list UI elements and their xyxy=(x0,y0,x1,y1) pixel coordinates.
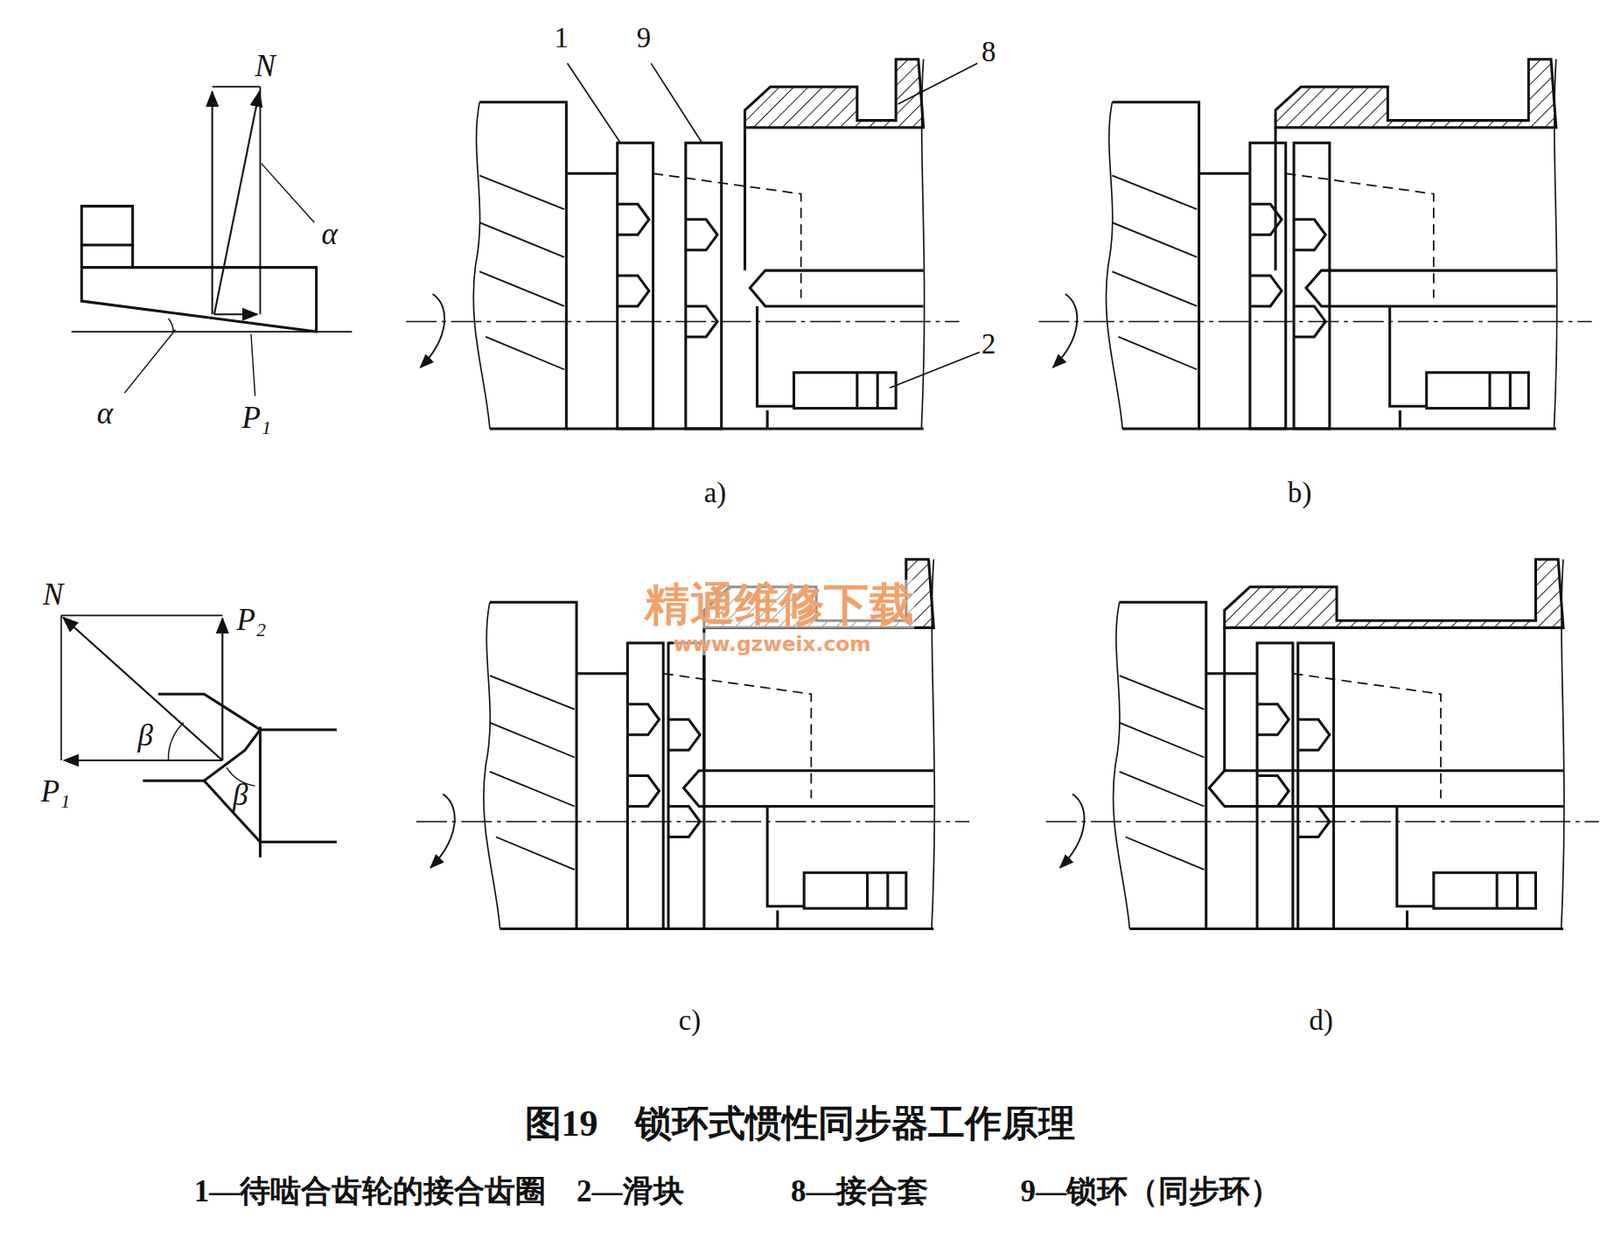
legend-item: 2—滑块 xyxy=(576,1173,684,1207)
legend-item: 9—锁环（同步环） xyxy=(1020,1173,1280,1207)
force-label: P₁ xyxy=(41,773,71,807)
callout-number: 9 xyxy=(636,22,651,55)
panel-label: c) xyxy=(678,1005,701,1037)
force-label: P₂ xyxy=(237,601,267,636)
force-label: N xyxy=(42,576,63,610)
angle-label: α xyxy=(97,396,113,430)
angle-label: β xyxy=(137,717,153,751)
force-label: P₁ xyxy=(241,399,272,434)
panel-label: a) xyxy=(704,477,727,510)
watermark: 精通维修下载 xyxy=(644,579,915,629)
force-label: N xyxy=(255,48,276,83)
callout-number: 8 xyxy=(981,36,996,69)
panel-label: d) xyxy=(1309,1005,1334,1037)
figure-caption: 图19 锁环式惯性同步器工作原理 xyxy=(524,1103,1076,1145)
angle-label: α xyxy=(321,216,337,250)
angle-label: β xyxy=(232,777,248,811)
callout-number: 1 xyxy=(553,22,568,55)
legend-item: 8—接合套 xyxy=(790,1173,929,1207)
callout-number: 2 xyxy=(981,328,996,361)
legend-item: 1—待啮合齿轮的接合齿圈 xyxy=(194,1173,546,1207)
panel-label: b) xyxy=(1287,477,1312,510)
watermark: www.gzweix.com xyxy=(673,632,872,656)
